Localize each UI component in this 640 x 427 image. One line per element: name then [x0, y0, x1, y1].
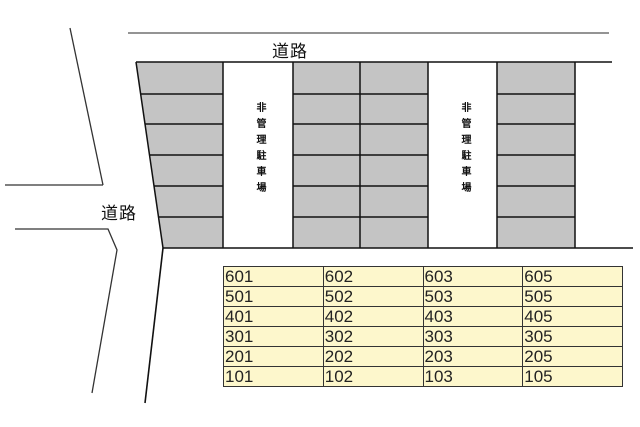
room-cell: 401 — [223, 306, 324, 327]
table-row: 301 302 303 305 — [223, 326, 623, 347]
site-boundary-left-lower — [144, 247, 164, 404]
room-cell: 102 — [322, 366, 424, 387]
room-cell: 405 — [522, 306, 623, 327]
road-edge-left-lower — [15, 228, 118, 394]
room-cell: 501 — [223, 286, 324, 307]
room-cell: 105 — [522, 366, 623, 387]
room-cell: 503 — [422, 286, 524, 307]
room-cell: 301 — [223, 326, 324, 347]
road-label-left: 道路 — [101, 204, 137, 224]
road-label-top: 道路 — [272, 42, 308, 62]
room-cell: 202 — [322, 346, 424, 367]
room-cell: 403 — [422, 306, 524, 327]
room-cell: 505 — [522, 286, 623, 307]
room-cell: 502 — [322, 286, 424, 307]
room-cell: 602 — [322, 266, 424, 287]
room-cell: 603 — [422, 266, 524, 287]
room-cell: 303 — [422, 326, 524, 347]
room-cell: 305 — [522, 326, 623, 347]
table-row: 401 402 403 405 — [223, 306, 623, 327]
room-cell: 203 — [422, 346, 524, 367]
room-number-table: 601 602 603 605 501 502 503 505 401 402 … — [223, 266, 623, 387]
table-row: 601 602 603 605 — [223, 266, 623, 287]
unmanaged-parking-label-1: 非管理駐車場 — [254, 102, 265, 198]
room-cell: 205 — [522, 346, 623, 367]
table-row: 101 102 103 105 — [223, 366, 623, 387]
room-cell: 302 — [322, 326, 424, 347]
table-row: 201 202 203 205 — [223, 346, 623, 367]
room-cell: 601 — [223, 266, 324, 287]
table-row: 501 502 503 505 — [223, 286, 623, 307]
room-cell: 605 — [522, 266, 623, 287]
unmanaged-parking-label-2: 非管理駐車場 — [459, 102, 470, 198]
room-cell: 402 — [322, 306, 424, 327]
room-cell: 103 — [422, 366, 524, 387]
room-cell: 101 — [223, 366, 324, 387]
road-edge-left-upper — [69, 27, 104, 186]
parking-lines — [135, 61, 633, 249]
room-cell: 201 — [223, 346, 324, 367]
